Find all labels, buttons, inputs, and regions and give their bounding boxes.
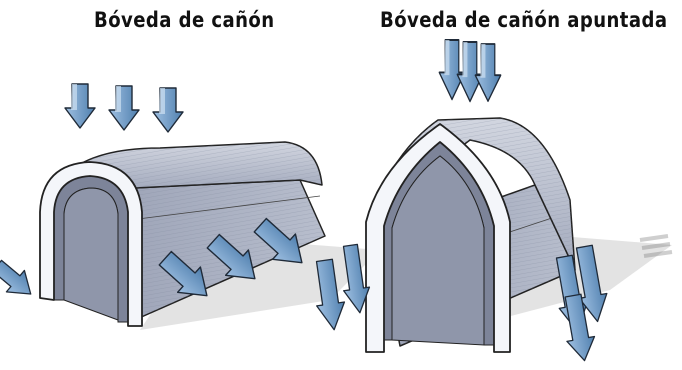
pointed-barrel-vault	[315, 39, 673, 362]
lateral-thrust-arrow-icon	[315, 258, 346, 331]
lateral-thrust-arrow-icon	[564, 293, 596, 362]
lateral-thrust-arrow-icon	[253, 217, 303, 264]
barrel-vault	[0, 83, 380, 330]
shadow-arrows	[639, 234, 673, 258]
lateral-thrust-arrow-icon	[575, 244, 608, 323]
downward-load-arrow-icon	[438, 39, 466, 101]
downward-load-arrow-icon	[64, 83, 96, 129]
lateral-thrust-arrow-icon	[206, 233, 256, 280]
barrel-arch-face	[39, 161, 143, 327]
title-pointed-barrel-vault: Bóveda de cañón apuntada	[380, 8, 668, 32]
pointed-arch-face	[365, 123, 511, 353]
downward-load-arrow-icon	[108, 85, 140, 131]
downward-load-arrow-icon	[474, 43, 502, 103]
title-barrel-vault: Bóveda de cañón	[94, 8, 275, 32]
lateral-thrust-arrow-icon	[158, 250, 208, 297]
lateral-thrust-arrow-icon	[0, 259, 32, 295]
lateral-thrust-arrow-icon	[342, 243, 371, 314]
downward-load-arrow-icon	[152, 87, 184, 133]
